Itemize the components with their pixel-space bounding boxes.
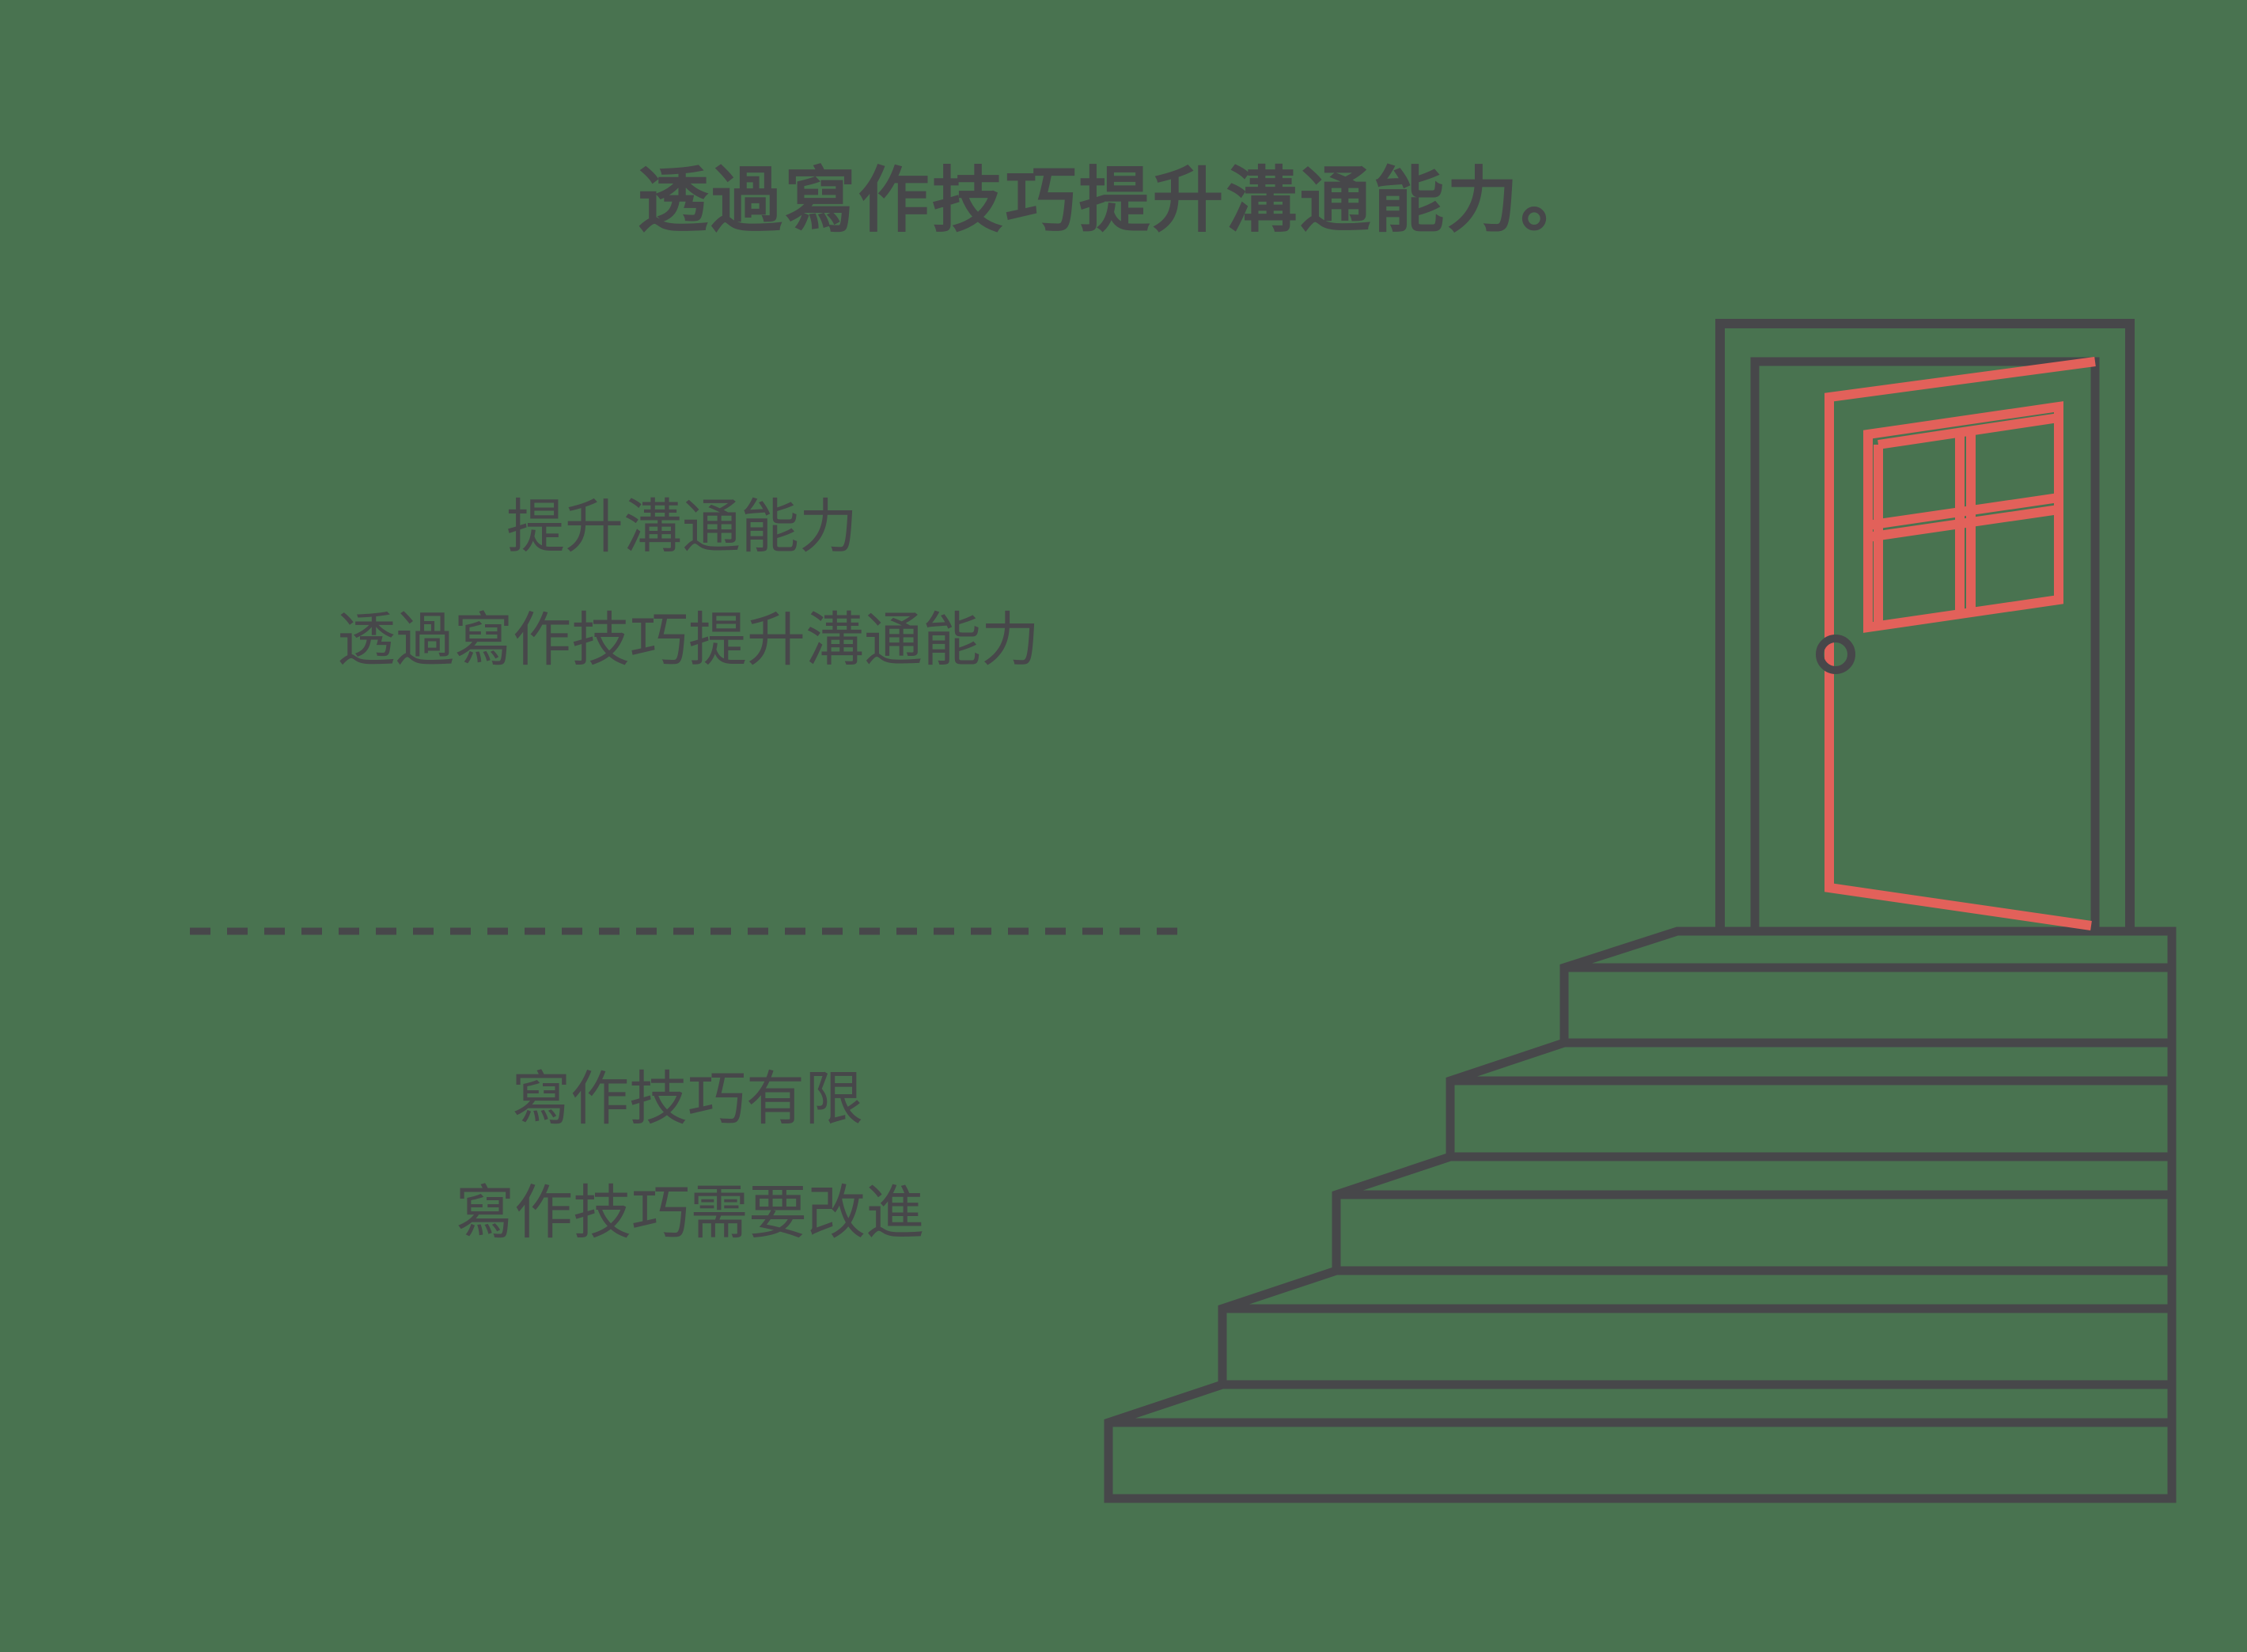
upper-label-line1: 提升溝通能力 bbox=[506, 494, 858, 559]
window-frame bbox=[1863, 401, 2063, 633]
open-door bbox=[1825, 357, 2096, 930]
window-rail bbox=[1867, 505, 2059, 542]
staircase bbox=[1104, 926, 2177, 1503]
door-frame-inner bbox=[1750, 357, 2100, 931]
door-frame bbox=[1715, 319, 2135, 931]
upper-label-line2: 透過寫作技巧提升溝通能力 bbox=[337, 607, 1040, 673]
lower-label-line1: 寫作技巧有限 bbox=[512, 1066, 863, 1131]
window-rail bbox=[1867, 493, 2059, 530]
door-knob bbox=[1816, 635, 1855, 674]
page-title: 透過寫作技巧提升溝通能力。 bbox=[637, 161, 1594, 241]
door-window bbox=[1863, 401, 2063, 633]
lower-label-line2: 寫作技巧需要改進 bbox=[456, 1180, 924, 1245]
door-frame-outer bbox=[1715, 319, 2135, 931]
staircase-outline bbox=[1104, 926, 2177, 1503]
